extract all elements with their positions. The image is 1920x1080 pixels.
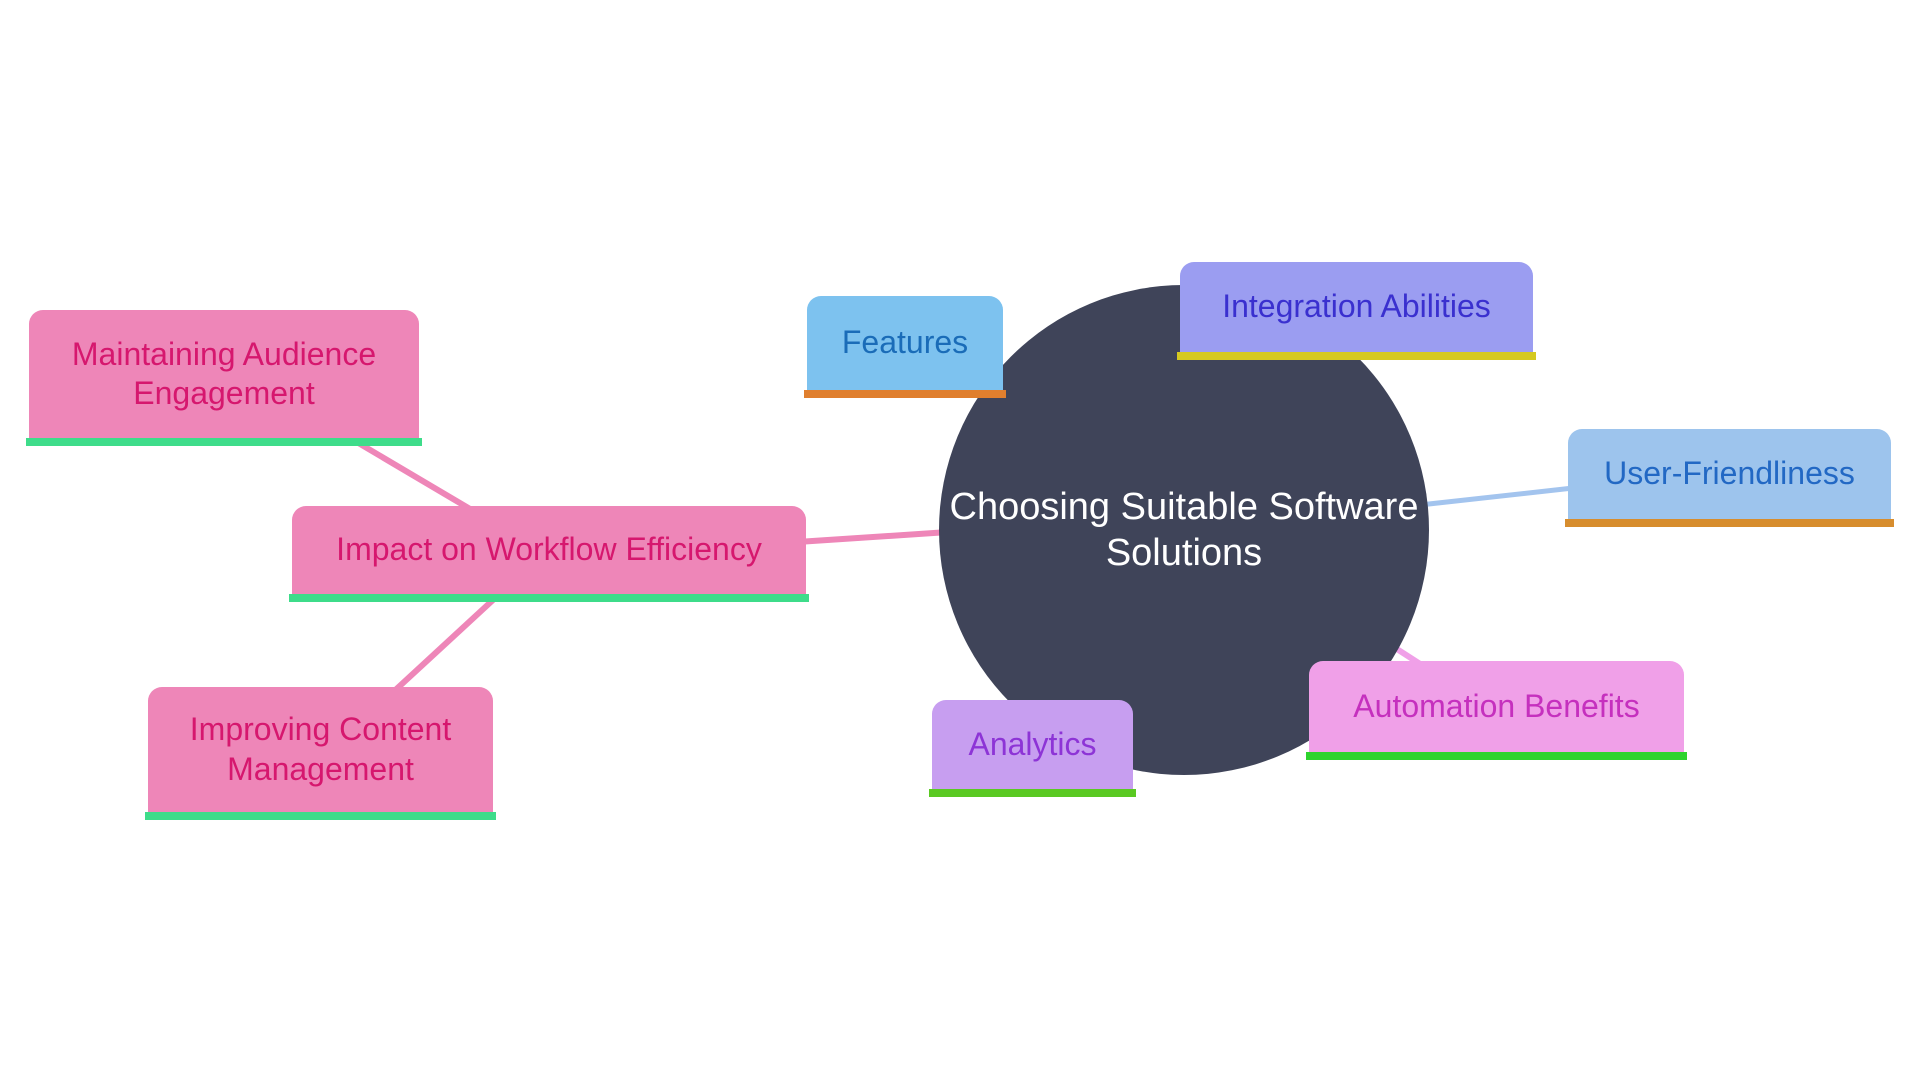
node-user-friendliness-label: User-Friendliness bbox=[1604, 455, 1855, 492]
node-analytics: Analytics bbox=[929, 700, 1136, 797]
node-impact-on-workflow-efficiency-underline bbox=[289, 594, 809, 602]
node-features-underline bbox=[804, 390, 1006, 398]
node-impact-on-workflow-efficiency-label: Impact on Workflow Efficiency bbox=[336, 531, 762, 568]
node-automation-benefits-label: Automation Benefits bbox=[1353, 687, 1640, 724]
node-features: Features bbox=[804, 296, 1006, 398]
node-automation-benefits: Automation Benefits bbox=[1306, 661, 1687, 760]
central-topic-label-line1: Choosing Suitable Software bbox=[949, 485, 1419, 528]
node-maintaining-audience-engagement-label: Maintaining Audience Engagement bbox=[71, 335, 377, 411]
connector-center-to-user-friendliness bbox=[1414, 484, 1580, 508]
node-impact-on-workflow-efficiency: Impact on Workflow Efficiency bbox=[289, 506, 809, 602]
connector-impact-to-center bbox=[797, 528, 950, 545]
node-maintaining-audience-engagement: Maintaining Audience Engagement bbox=[26, 310, 422, 446]
central-topic-circle: Choosing Suitable Software Solutions bbox=[939, 285, 1429, 775]
node-integration-abilities-underline bbox=[1177, 352, 1536, 360]
node-integration-abilities-label: Integration Abilities bbox=[1222, 288, 1491, 325]
node-improving-content-management-label: Improving Content Management bbox=[189, 711, 452, 787]
node-user-friendliness: User-Friendliness bbox=[1565, 429, 1894, 527]
node-automation-benefits-underline bbox=[1306, 752, 1687, 760]
central-topic-label-line2: Solutions bbox=[1105, 532, 1263, 574]
node-analytics-label: Analytics bbox=[968, 725, 1097, 762]
node-integration-abilities: Integration Abilities bbox=[1177, 262, 1536, 360]
node-improving-content-management-underline bbox=[145, 812, 496, 820]
node-features-label: Features bbox=[841, 324, 969, 361]
node-maintaining-audience-engagement-underline bbox=[26, 438, 422, 446]
node-analytics-underline bbox=[929, 789, 1136, 797]
node-user-friendliness-underline bbox=[1565, 519, 1894, 527]
connector-impact-to-improving-content bbox=[387, 595, 498, 698]
node-improving-content-management: Improving Content Management bbox=[145, 687, 496, 820]
central-topic-label: Choosing Suitable Software Solutions bbox=[939, 484, 1429, 577]
